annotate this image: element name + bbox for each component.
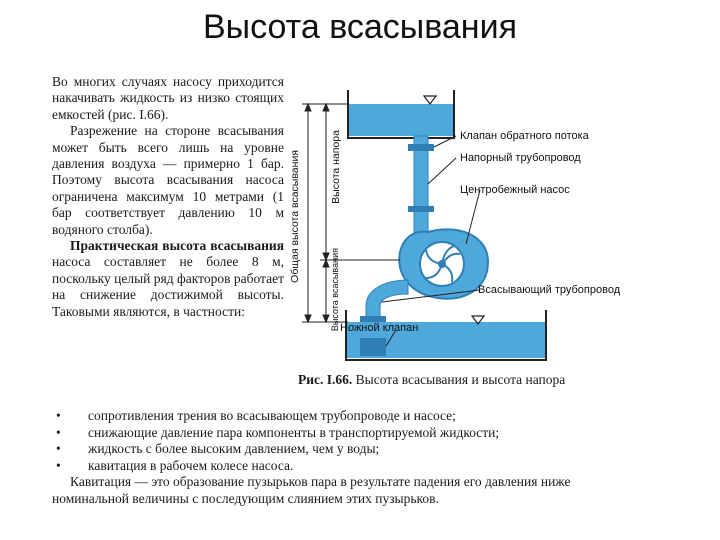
label-centrifugal-pump: Центробежный насос — [460, 184, 570, 196]
paragraph-cavitation: Кавитация — это образование пузырьков па… — [52, 474, 571, 506]
check-valve-shape — [408, 144, 434, 151]
left-text-column: Во многих случаях насосу приходится нака… — [52, 74, 284, 320]
caption-text: Высота всасывания и высота напора — [352, 372, 566, 387]
factor-list: •сопротивления трения во всасывающем тру… — [52, 408, 632, 474]
label-check-valve: Клапан обратного потока — [460, 130, 589, 142]
list-item: •кавитация в рабочем колесе насоса. — [56, 457, 294, 473]
label-total-height: Общая высота всасывания — [289, 150, 301, 283]
centrifugal-pump-shape — [398, 228, 490, 300]
caption-number: Рис. I.66. — [298, 372, 353, 387]
list-item: •жидкость с более высоким давлением, чем… — [56, 441, 380, 457]
label-suction-pipe: Всасывающий трубопровод — [478, 284, 621, 296]
practical-term: Практическая высота всасывания — [70, 238, 284, 254]
figure-caption: Рис. I.66. Высота всасывания и высота на… — [298, 372, 565, 388]
paragraph-vacuum: Разрежение на стороне всасывания может б… — [52, 123, 284, 237]
label-head-height: Высота напора — [330, 130, 342, 204]
label-pressure-pipe: Напорный трубопровод — [460, 152, 581, 164]
list-item: •сопротивления трения во всасывающем тру… — [56, 408, 456, 423]
paragraph-intro: Во многих случаях насосу приходится нака… — [52, 74, 284, 122]
label-suction-height: Высота всасывания — [330, 248, 340, 332]
paragraph-practical: Практическая высота всасывания насоса со… — [52, 238, 284, 320]
foot-valve-shape — [360, 338, 386, 356]
bottom-text: •сопротивления трения во всасывающем тру… — [52, 408, 632, 508]
list-item: •снижающие давление пара компоненты в тр… — [56, 424, 500, 440]
upper-tank — [347, 90, 455, 139]
practical-text: насоса составляет не более 8 м, поскольк… — [52, 254, 284, 319]
pump-diagram — [302, 90, 547, 361]
label-foot-valve: Ножной клапан — [340, 322, 419, 334]
lower-tank — [345, 310, 547, 361]
slide-title: Высота всасывания — [202, 8, 517, 46]
